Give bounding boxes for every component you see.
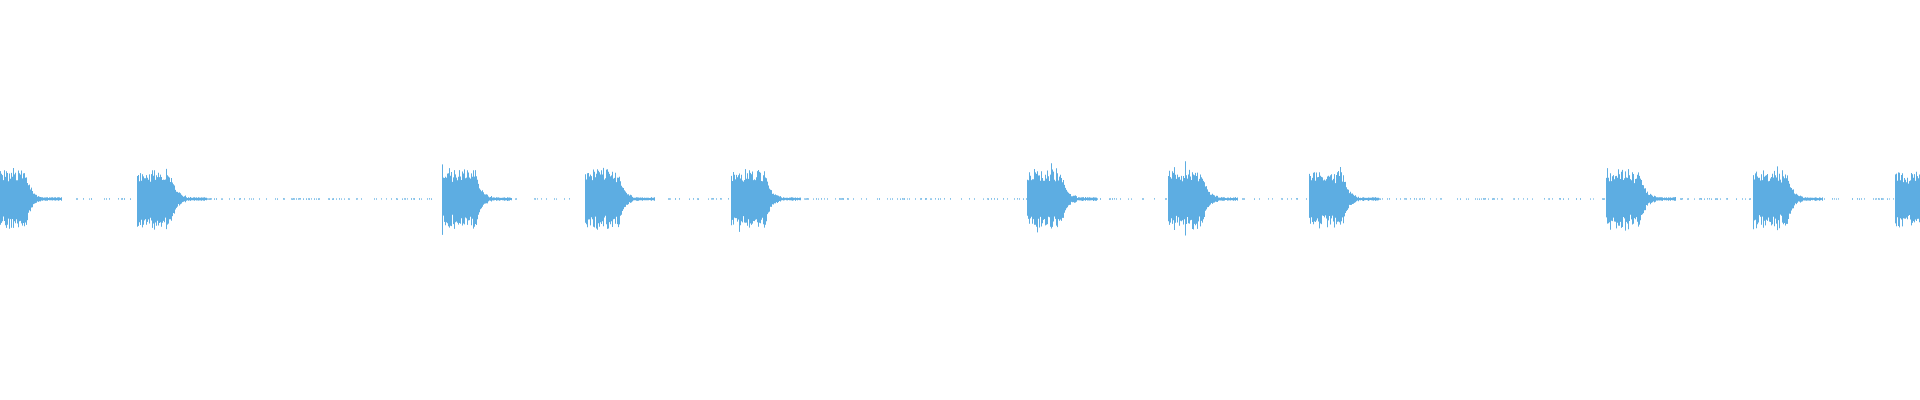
- waveform-burst-5: [731, 169, 791, 229]
- waveform-burst-10: [1753, 169, 1813, 229]
- waveform-burst-2: [137, 169, 197, 229]
- waveform-burst-7: [1168, 169, 1228, 229]
- waveform-burst-1: [0, 169, 60, 229]
- waveform-burst-11: [1895, 169, 1920, 229]
- waveform-burst-9: [1606, 169, 1666, 229]
- waveform-trace: [0, 161, 1920, 236]
- waveform-burst-6: [1027, 169, 1087, 229]
- waveform-burst-8: [1309, 169, 1369, 229]
- waveform-burst-4: [585, 169, 645, 229]
- waveform-burst-3: [442, 169, 502, 229]
